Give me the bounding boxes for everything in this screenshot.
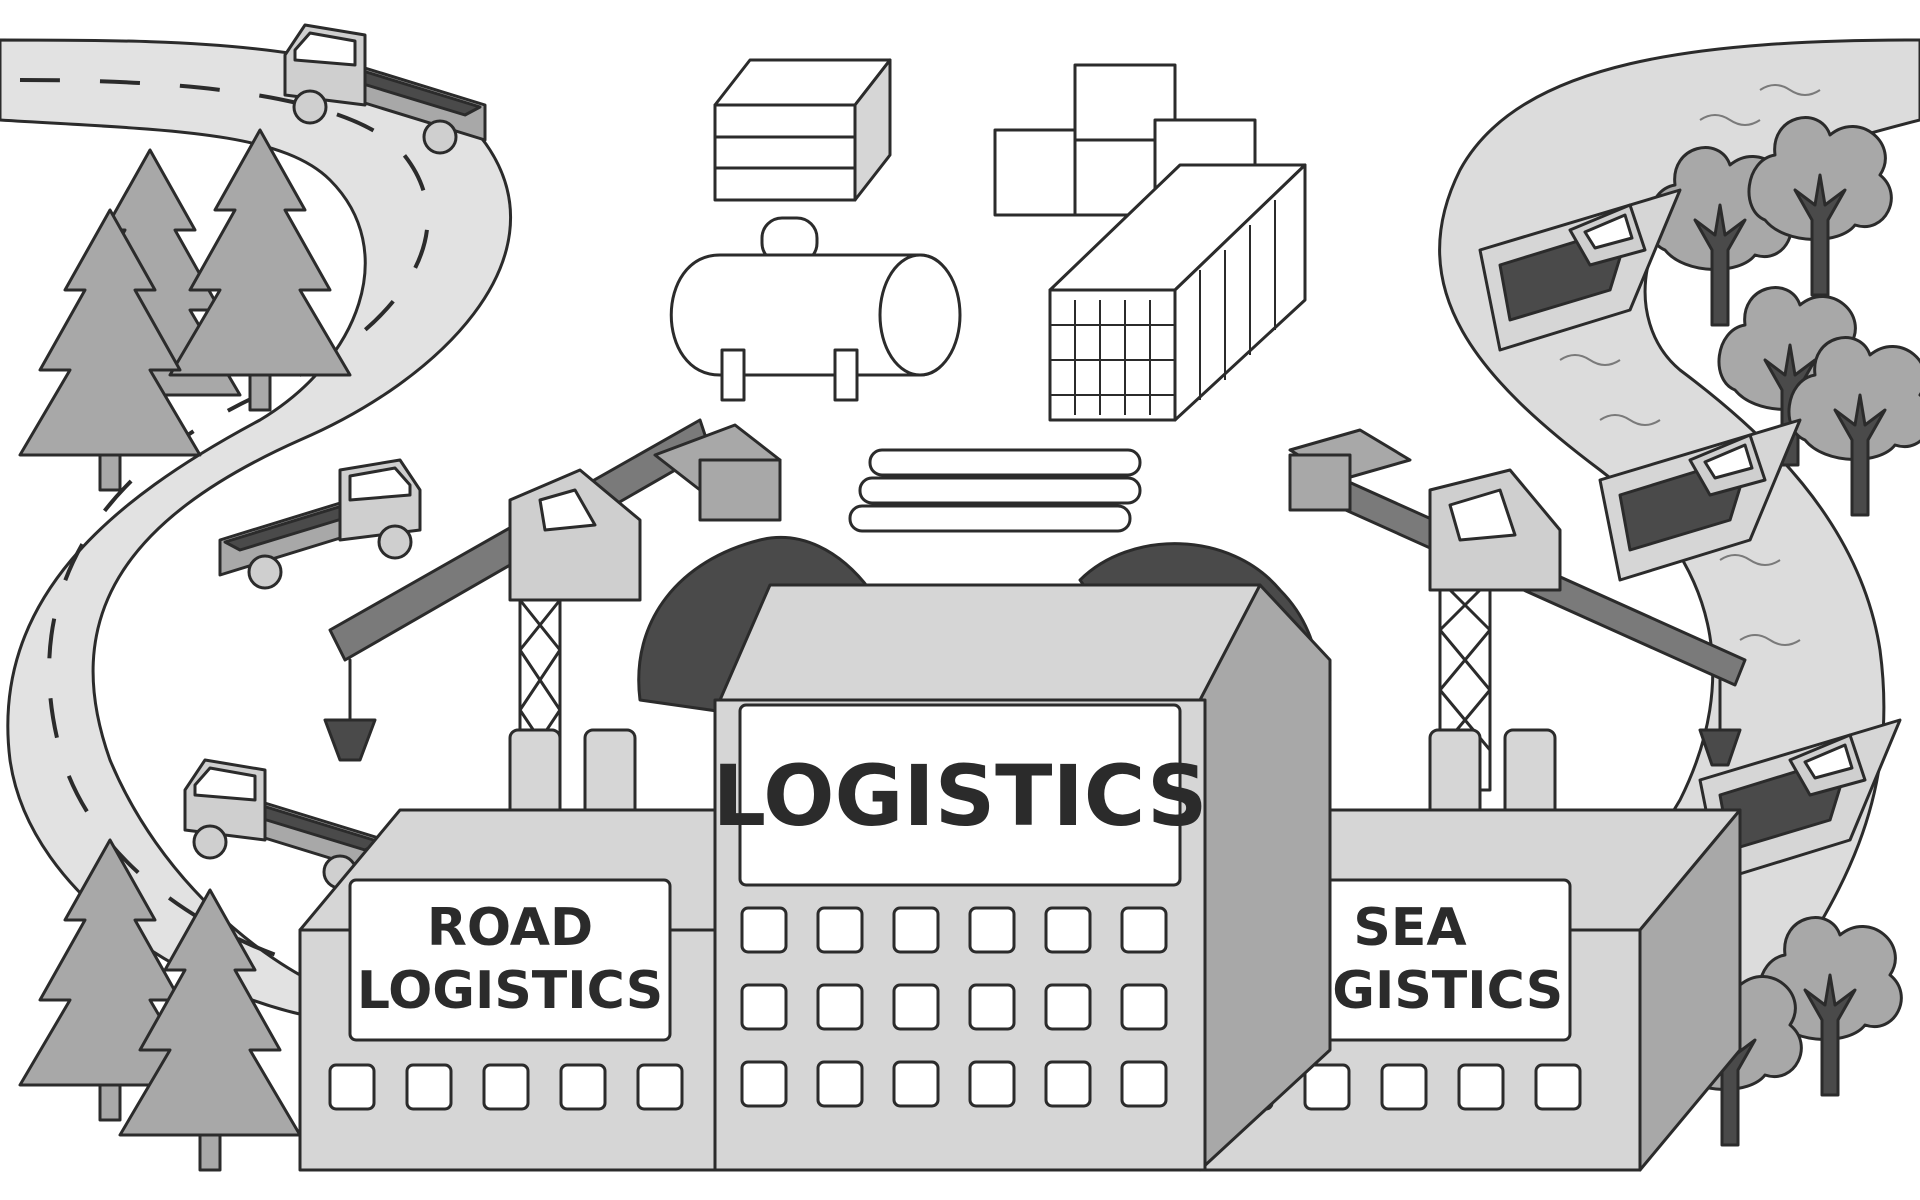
- stacked-pallet: [713, 58, 892, 202]
- fuel-tank: [669, 216, 962, 402]
- shipping-container: [1048, 163, 1307, 422]
- sea-sign-line1: SEA: [1353, 898, 1466, 958]
- road-sign-line1: ROAD: [427, 898, 593, 958]
- pipe-stack: [848, 448, 1142, 533]
- building-main: LOGISTICS: [713, 583, 1332, 1172]
- building-left: ROAD LOGISTICS: [298, 728, 722, 1172]
- road-sign-line2: LOGISTICS: [357, 961, 663, 1021]
- main-sign: LOGISTICS: [713, 747, 1208, 845]
- cube-crates: [993, 63, 1257, 217]
